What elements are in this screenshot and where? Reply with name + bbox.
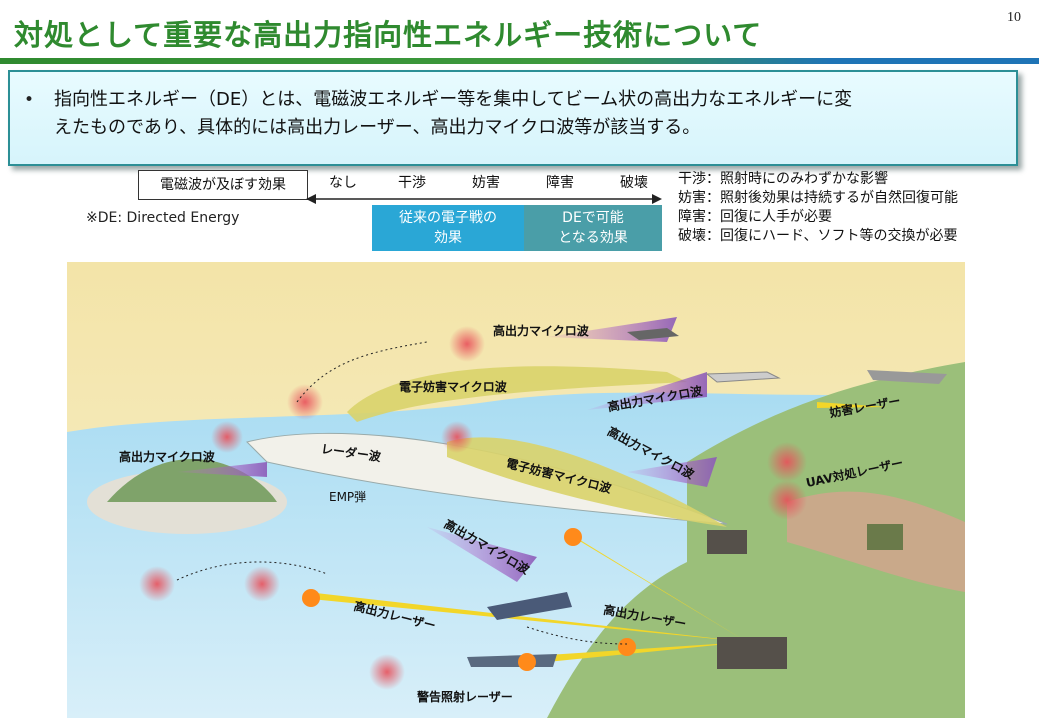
label-hpm-top: 高出力マイクロ波 <box>493 324 589 338</box>
de-effect-line-1: DEで可能 <box>562 210 624 226</box>
conventional-ew-box: 従来の電子戦の 効果 <box>372 205 524 251</box>
label-emp-shell: EMP弾 <box>329 490 367 504</box>
de-effect-line-2: となる効果 <box>558 230 628 246</box>
definition-interference: 干渉：照射時にのみわずかな影響 <box>678 171 888 187</box>
de-effect-box: DEで可能 となる効果 <box>524 205 662 251</box>
level-destruction: 破壊 <box>620 175 648 191</box>
definition-damage: 障害：回復に人手が必要 <box>678 209 832 225</box>
label-warning-laser: 警告照射レーザー <box>417 690 513 704</box>
de-note: ※DE: Directed Energy <box>86 210 240 226</box>
definition-jamming: 妨害：照射後効果は持続するが自然回復可能 <box>678 190 958 206</box>
summary-box: • 指向性エネルギー（DE）とは、電磁波エネルギー等を集中してビーム状の高出力な… <box>8 70 1018 166</box>
summary-text: 指向性エネルギー（DE）とは、電磁波エネルギー等を集中してビーム状の高出力なエネ… <box>54 86 1004 142</box>
title-rule <box>0 58 1039 64</box>
level-none: なし <box>329 175 357 191</box>
conventional-ew-line-1: 従来の電子戦の <box>399 210 497 226</box>
label-hpm-left: 高出力マイクロ波 <box>119 450 215 464</box>
de-scene-illustration: 高出力マイクロ波 電子妨害マイクロ波 高出力マイクロ波 妨害レーザー 高出力マイ… <box>67 262 965 718</box>
effect-definitions: 干渉：照射時にのみわずかな影響 妨害：照射後効果は持続するが自然回復可能 障害：… <box>678 170 958 246</box>
summary-line-2: えたものであり、具体的には高出力レーザー、高出力マイクロ波等が該当する。 <box>54 117 701 138</box>
level-jamming: 妨害 <box>472 175 500 191</box>
label-ew-microwave-upper: 電子妨害マイクロ波 <box>399 380 507 394</box>
page-number: 10 <box>1007 10 1021 25</box>
effects-label: 電磁波が及ぼす効果 <box>138 170 308 200</box>
scene-artwork <box>67 262 965 718</box>
level-damage: 障害 <box>546 175 574 191</box>
level-interference: 干渉 <box>398 175 426 191</box>
summary-line-1: 指向性エネルギー（DE）とは、電磁波エネルギー等を集中してビーム状の高出力なエネ… <box>54 89 853 110</box>
slide-title: 対処として重要な高出力指向性エネルギー技術について <box>14 18 763 52</box>
bullet-marker: • <box>24 90 35 110</box>
definition-destruction: 破壊：回復にハード、ソフト等の交換が必要 <box>678 228 958 244</box>
conventional-ew-line-2: 効果 <box>434 230 462 246</box>
effects-scale-arrow <box>306 194 662 204</box>
